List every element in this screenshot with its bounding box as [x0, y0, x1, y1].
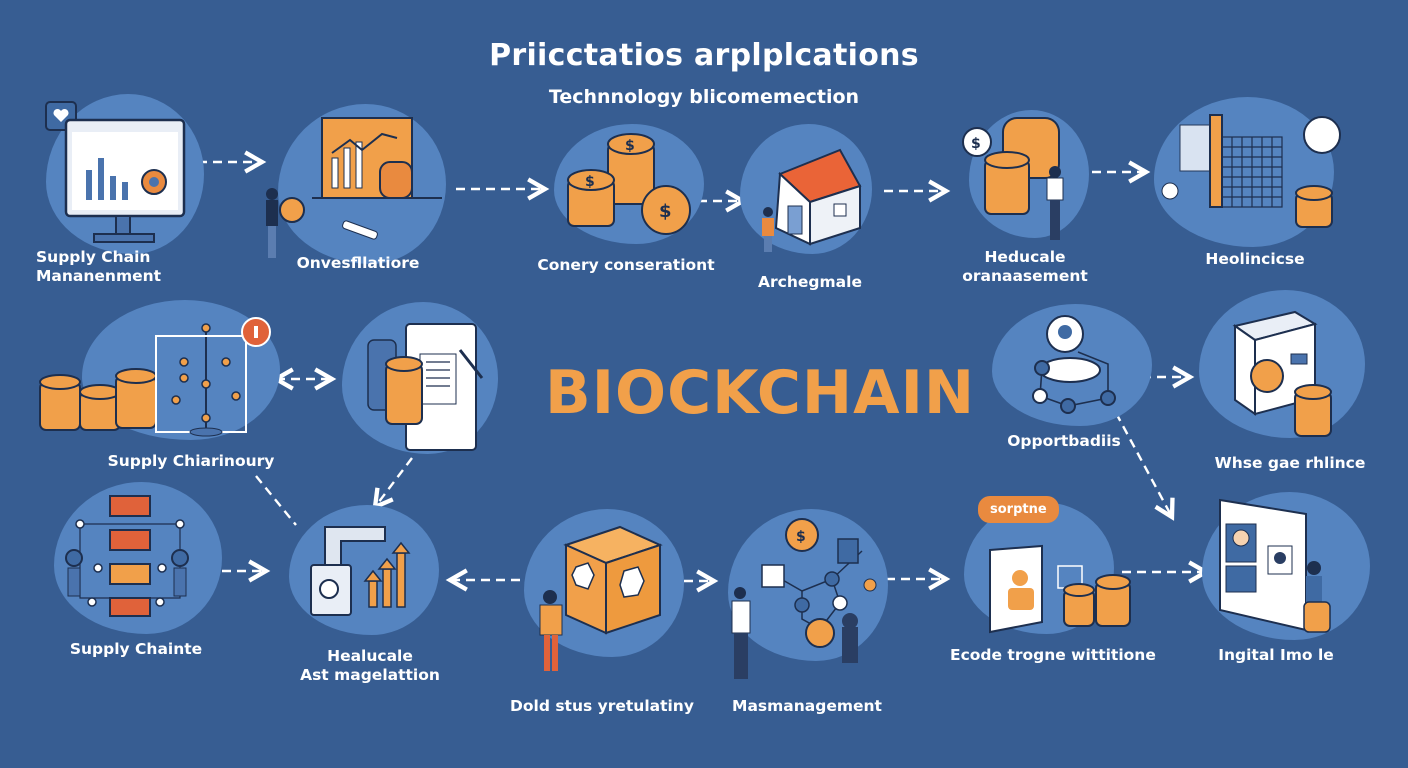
- crypto-cube-icon: [539, 525, 663, 671]
- house-icon: [762, 148, 862, 252]
- node-supply-chain-management[interactable]: Supply Chain Mananenment: [36, 90, 206, 290]
- coin-stacks-icon: $ $ $: [567, 133, 691, 235]
- node-label-line: Ingital Imo le: [1218, 646, 1334, 664]
- identity-card-icon: [989, 544, 1131, 634]
- node-label-line: Whse gae rhlince: [1214, 454, 1366, 472]
- node-heducale-oranaasement[interactable]: $ Heducale oranaasement: [955, 100, 1095, 290]
- svg-text:$: $: [585, 174, 595, 190]
- network-tree-icon: [39, 317, 271, 437]
- svg-text:$: $: [971, 136, 981, 152]
- profile-window-icon: [1219, 498, 1331, 633]
- node-document-coins[interactable]: [340, 300, 500, 470]
- center-title: BIOCKCHAIN: [545, 358, 976, 428]
- node-label-line: Supply Chainte: [69, 640, 203, 658]
- node-label-line: Healucale: [327, 647, 413, 665]
- lightbulb-network-icon: [1032, 315, 1116, 414]
- node-label-line: Conery conserationt: [537, 256, 715, 274]
- svg-text:$: $: [625, 138, 635, 154]
- speech-badge: sorptne: [978, 496, 1059, 523]
- node-label-line: Masmanagement: [732, 697, 882, 715]
- grid-cage-icon: [1161, 114, 1341, 228]
- page-subtitle: Technnology blicomemection: [548, 86, 860, 108]
- growth-chart-icon: [310, 526, 411, 616]
- stacked-blocks-icon: [65, 495, 189, 617]
- node-label-line: Heolincicse: [1205, 250, 1305, 268]
- node-label-line: Opportbadiis: [1007, 432, 1121, 450]
- node-label-line: Mananenment: [36, 267, 162, 285]
- node-label-line: Ecode trogne wittitione: [950, 646, 1156, 664]
- node-supply-chiarinoury[interactable]: Supply Chiarinoury: [36, 300, 286, 470]
- node-heolincicse[interactable]: Heolincicse: [1150, 95, 1360, 275]
- node-label-line: Supply Chain: [36, 248, 151, 266]
- node-opportbadiis[interactable]: Opportbadiis: [990, 296, 1160, 461]
- coin-vault-icon: $: [962, 117, 1064, 240]
- node-ecode-trogne-wittitione[interactable]: sorptne Ecode trogne wittitione: [950, 490, 1156, 670]
- node-label-line: oranaasement: [962, 267, 1088, 285]
- node-onvesfllatiore[interactable]: Onvesfllatiore: [252, 98, 452, 278]
- node-label-line: Heducale: [984, 248, 1066, 266]
- node-ingital-imo-le[interactable]: Ingital Imo le: [1196, 490, 1376, 670]
- node-supply-chainte[interactable]: Supply Chainte: [50, 478, 222, 668]
- node-archegmale[interactable]: Archegmale: [740, 120, 890, 295]
- safe-box-icon: [1232, 310, 1332, 437]
- document-coins-icon: [367, 323, 484, 451]
- monitor-chart-icon: [45, 101, 186, 243]
- node-label-line: Archegmale: [758, 273, 862, 291]
- node-masmanagement[interactable]: $ Masmanagement: [722, 505, 892, 715]
- node-dold-stus-yretulatiny[interactable]: Dold stus yretulatiny: [510, 505, 694, 715]
- node-label-line: Supply Chiarinoury: [107, 452, 275, 470]
- analytics-board-icon: [266, 117, 442, 258]
- node-conery-conserationt[interactable]: $ $ $ Conery conserationt: [536, 120, 716, 280]
- node-healucale-ast-magelattion[interactable]: Healucale Ast magelattion: [285, 505, 445, 685]
- coin-network-icon: $: [731, 518, 877, 679]
- node-label-line: Dold stus yretulatiny: [510, 697, 694, 715]
- svg-text:$: $: [659, 201, 672, 222]
- node-whse-gae-rhlince[interactable]: Whse gae rhlince: [1195, 290, 1375, 472]
- page-title: Priicctatios arplplcations: [489, 38, 919, 73]
- node-label-line: Onvesfllatiore: [296, 254, 420, 272]
- svg-text:$: $: [796, 529, 806, 545]
- node-label-line: Ast magelattion: [300, 666, 440, 684]
